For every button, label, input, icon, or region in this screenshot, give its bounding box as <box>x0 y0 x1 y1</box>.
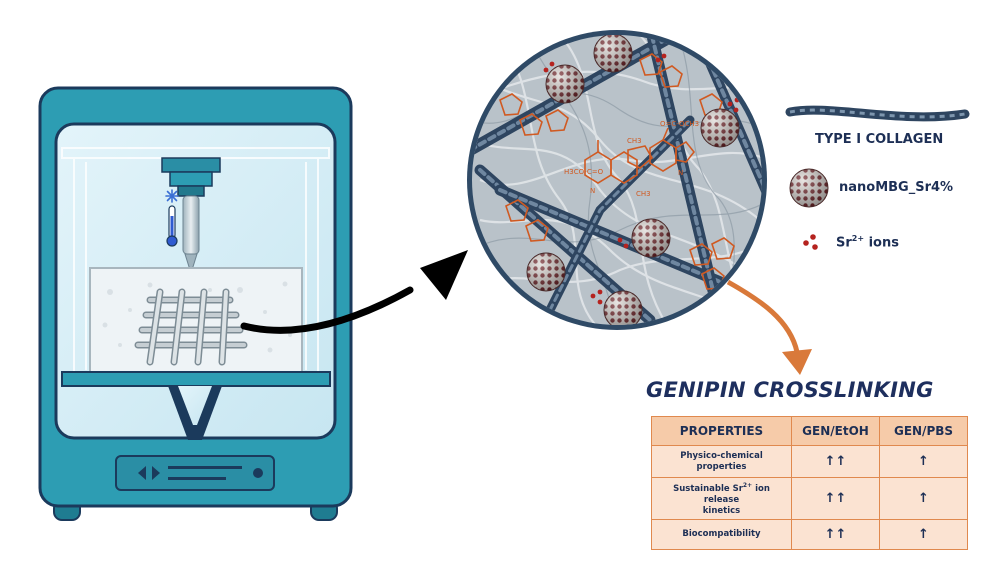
zoom-arrow <box>240 286 414 334</box>
legend-nanoparticle-icon <box>789 168 829 208</box>
legend-ions-sup: 2+ <box>851 234 865 243</box>
nanoparticle-icon <box>593 35 633 73</box>
legend-ions-main: Sr <box>836 235 852 251</box>
crosslink-arrow <box>726 279 800 353</box>
header-properties: PROPERTIES <box>651 416 792 446</box>
nanoparticle-icon <box>545 64 585 104</box>
molecule-label-ch3-b: CH3 <box>636 190 651 198</box>
legend-collagen-label: TYPE I COLLAGEN <box>815 132 944 147</box>
print-head <box>161 157 221 173</box>
genipin-molecules <box>499 53 735 290</box>
scaffold-icon <box>134 288 248 366</box>
molecule-label-ch3-a: CH3 <box>627 137 642 145</box>
snowflake-icon <box>165 189 179 203</box>
collagen-fiber-icon <box>785 105 970 122</box>
nanoparticle-icon <box>526 252 566 292</box>
nanoparticle-icon <box>700 108 740 148</box>
molecule-label-n-a: N <box>590 187 595 195</box>
header-gen-pbs: GEN/PBS <box>879 416 968 446</box>
cell-gen-pbs: ↑ <box>879 477 968 520</box>
print-bed <box>61 371 331 387</box>
control-panel <box>115 455 275 491</box>
molecule-label-ester-left: H3CO-C=O <box>564 168 604 176</box>
legend-ions-label: Sr2+ ions <box>836 234 899 250</box>
row-label: Biocompatibility <box>651 518 792 550</box>
legend-ions-icon <box>803 234 818 250</box>
thermometer-icon <box>166 205 178 247</box>
cell-gen-etoh: ↑↑ <box>791 477 880 520</box>
3d-printer-icon <box>38 86 353 521</box>
cell-gen-etoh: ↑↑ <box>791 445 880 478</box>
molecule-label-ester-right: O=C-OCH3 <box>660 120 699 128</box>
table-row: Biocompatibility ↑↑ ↑ <box>651 518 968 550</box>
properties-table: PROPERTIES GEN/EtOH GEN/PBS Physico-chem… <box>651 416 968 550</box>
nanoparticle-icon <box>631 218 671 258</box>
header-gen-etoh: GEN/EtOH <box>791 416 880 446</box>
play-controls-icon <box>138 466 160 480</box>
molecule-label-n-b: N <box>678 169 683 177</box>
magnifier-circle-icon: H3CO-C=O O=C-OCH3 CH3 CH3 N N <box>467 30 767 330</box>
cell-gen-etoh: ↑↑ <box>791 518 880 550</box>
nanoparticle-icon <box>603 290 643 325</box>
legend-nanoparticle-label: nanoMBG_Sr4% <box>839 180 954 195</box>
cell-gen-pbs: ↑ <box>879 445 968 478</box>
section-title: GENIPIN CROSSLINKING <box>646 378 934 402</box>
power-button-icon <box>253 468 263 478</box>
table-header-row: PROPERTIES GEN/EtOH GEN/PBS <box>651 416 968 446</box>
syringe <box>182 195 200 255</box>
cell-gen-pbs: ↑ <box>879 518 968 550</box>
legend-ions-suffix: ions <box>864 235 899 251</box>
